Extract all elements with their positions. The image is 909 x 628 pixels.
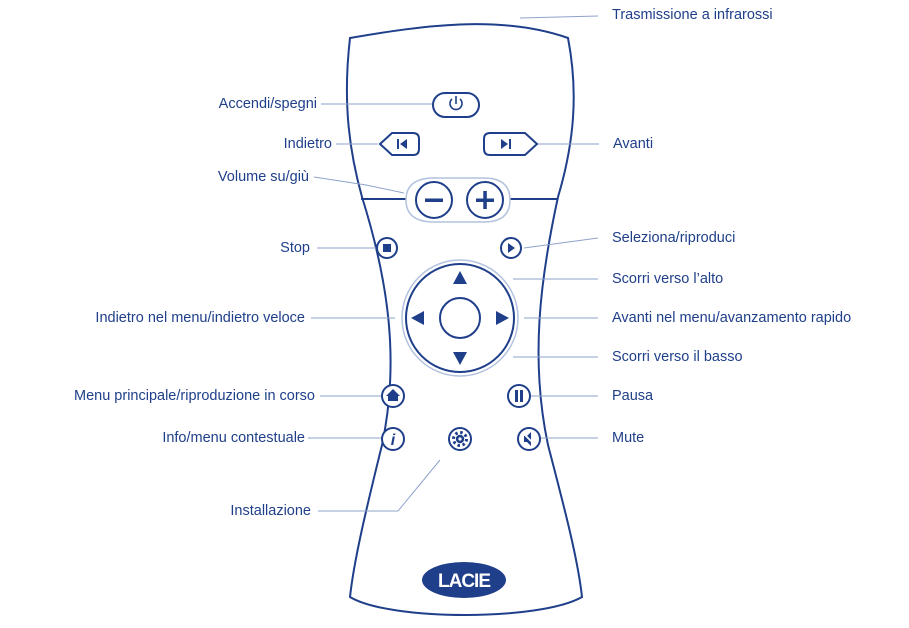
skip-back-icon <box>397 139 407 149</box>
plus-icon <box>476 191 494 209</box>
mute-icon <box>522 432 536 446</box>
arrow-left-icon[interactable] <box>411 311 424 325</box>
label-forward: Avanti <box>613 136 654 152</box>
label-scroll-down: Scorri verso il basso <box>612 349 743 365</box>
label-main-menu: Menu principale/riproduzione in corso <box>74 388 315 404</box>
home-icon <box>386 389 400 401</box>
label-mute: Mute <box>612 430 645 446</box>
volume-control[interactable] <box>405 177 511 223</box>
lacie-logo: LACIE <box>422 562 506 598</box>
skip-forward-icon <box>501 139 511 149</box>
leader-lines <box>308 15 599 512</box>
select-play-button[interactable] <box>500 237 522 259</box>
mute-button[interactable] <box>517 427 541 451</box>
minus-icon <box>425 198 443 202</box>
arrow-right-icon[interactable] <box>496 311 509 325</box>
pause-button[interactable] <box>507 384 531 408</box>
label-back: Indietro <box>283 136 332 152</box>
label-menu-forward: Avanti nel menu/avanzamento rapido <box>612 310 852 326</box>
ok-button[interactable] <box>439 297 481 339</box>
label-scroll-up: Scorri verso l’alto <box>612 271 724 287</box>
info-button[interactable]: i <box>381 427 405 451</box>
home-button[interactable] <box>381 384 405 408</box>
logo-text: LACIE <box>438 571 490 592</box>
label-setup: Installazione <box>230 503 311 519</box>
label-stop: Stop <box>280 240 310 256</box>
power-icon <box>449 96 463 111</box>
label-select-play: Seleziona/riproduci <box>612 230 736 246</box>
label-menu-back: Indietro nel menu/indietro veloce <box>95 310 305 326</box>
settings-button[interactable] <box>448 427 472 451</box>
arrow-down-icon[interactable] <box>453 352 467 365</box>
navigation-pad[interactable] <box>401 259 519 377</box>
label-info: Info/menu contestuale <box>162 430 305 446</box>
label-volume: Volume su/giù <box>217 169 309 185</box>
label-infrared: Trasmissione a infrarossi <box>612 7 773 23</box>
label-power: Accendi/spegni <box>218 96 317 112</box>
info-icon: i <box>391 432 396 449</box>
volume-down-button[interactable] <box>415 181 453 219</box>
pause-icon <box>515 390 523 402</box>
back-button[interactable] <box>378 132 420 156</box>
stop-button[interactable] <box>376 237 398 259</box>
stop-icon <box>383 244 391 252</box>
power-button[interactable] <box>432 92 480 118</box>
gear-icon <box>452 431 468 447</box>
volume-up-button[interactable] <box>466 181 504 219</box>
label-pause: Pausa <box>612 388 654 404</box>
arrow-up-icon[interactable] <box>453 271 467 284</box>
forward-button[interactable] <box>483 132 539 156</box>
play-icon <box>508 243 515 253</box>
